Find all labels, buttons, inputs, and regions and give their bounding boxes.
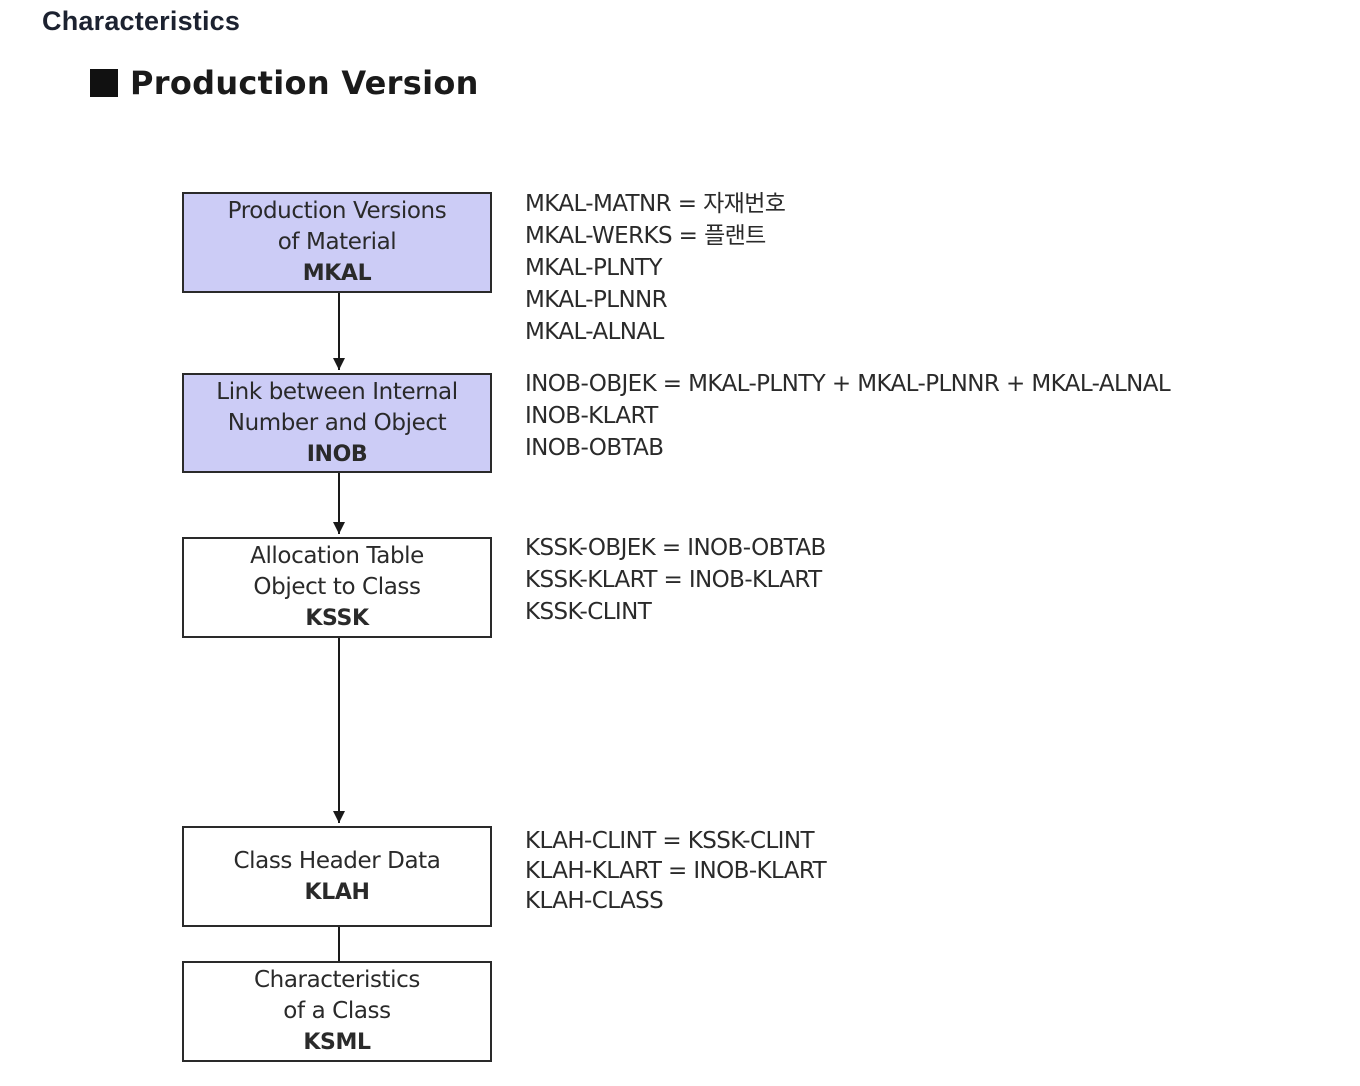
field-notes-mkal: MKAL-MATNR = 자재번호 MKAL-WERKS = 플랜트 MKAL-… — [525, 188, 786, 348]
field-note: KSSK-KLART = INOB-KLART — [525, 567, 822, 593]
field-note: MKAL-ALNAL — [525, 319, 664, 345]
square-bullet-icon — [90, 69, 118, 97]
page-title: Characteristics — [42, 6, 241, 36]
table-code: MKAL — [302, 261, 372, 286]
table-box-ksml: Characteristics of a Class KSML — [182, 961, 492, 1062]
box-label-line: Number and Object — [227, 409, 447, 436]
field-note: INOB-KLART — [525, 403, 658, 429]
field-note: MKAL-WERKS = 플랜트 — [525, 223, 766, 249]
field-note: KLAH-CLASS — [525, 888, 664, 914]
field-note: INOB-OBJEK = MKAL-PLNTY + MKAL-PLNNR + M… — [525, 371, 1171, 397]
field-note: INOB-OBTAB — [525, 435, 664, 461]
box-label-line: Allocation Table — [250, 543, 424, 569]
box-label-line: Link between Internal — [216, 378, 458, 405]
table-code: KSSK — [305, 606, 369, 631]
table-code: INOB — [306, 441, 368, 467]
field-note: KSSK-OBJEK = INOB-OBTAB — [525, 535, 826, 561]
box-label-line: of Material — [277, 229, 397, 255]
section-heading-text: Production Version — [130, 64, 479, 102]
field-notes-inob: INOB-OBJEK = MKAL-PLNTY + MKAL-PLNNR + M… — [525, 368, 1171, 464]
field-note: MKAL-MATNR = 자재번호 — [525, 191, 786, 217]
box-label-line: Class Header Data — [233, 847, 441, 874]
field-note: MKAL-PLNTY — [525, 255, 663, 281]
field-note: KSSK-CLINT — [525, 599, 652, 625]
field-note: MKAL-PLNNR — [525, 287, 668, 313]
table-box-inob: Link between Internal Number and Object … — [182, 373, 492, 473]
field-note: KLAH-KLART = INOB-KLART — [525, 858, 827, 884]
box-label-line: of a Class — [283, 998, 391, 1024]
table-box-mkal: Production Versions of Material MKAL — [182, 192, 492, 293]
table-box-kssk: Allocation Table Object to Class KSSK — [182, 537, 492, 638]
section-heading: Production Version — [90, 64, 479, 102]
table-code: KLAH — [304, 879, 370, 905]
box-label-line: Characteristics — [254, 967, 420, 993]
table-code: KSML — [303, 1030, 371, 1055]
field-note: KLAH-CLINT = KSSK-CLINT — [525, 828, 815, 854]
box-label-line: Production Versions — [227, 198, 447, 224]
table-box-klah: Class Header Data KLAH — [182, 826, 492, 927]
field-notes-kssk: KSSK-OBJEK = INOB-OBTAB KSSK-KLART = INO… — [525, 532, 826, 628]
box-label-line: Object to Class — [253, 574, 421, 600]
field-notes-klah: KLAH-CLINT = KSSK-CLINT KLAH-KLART = INO… — [525, 826, 827, 916]
